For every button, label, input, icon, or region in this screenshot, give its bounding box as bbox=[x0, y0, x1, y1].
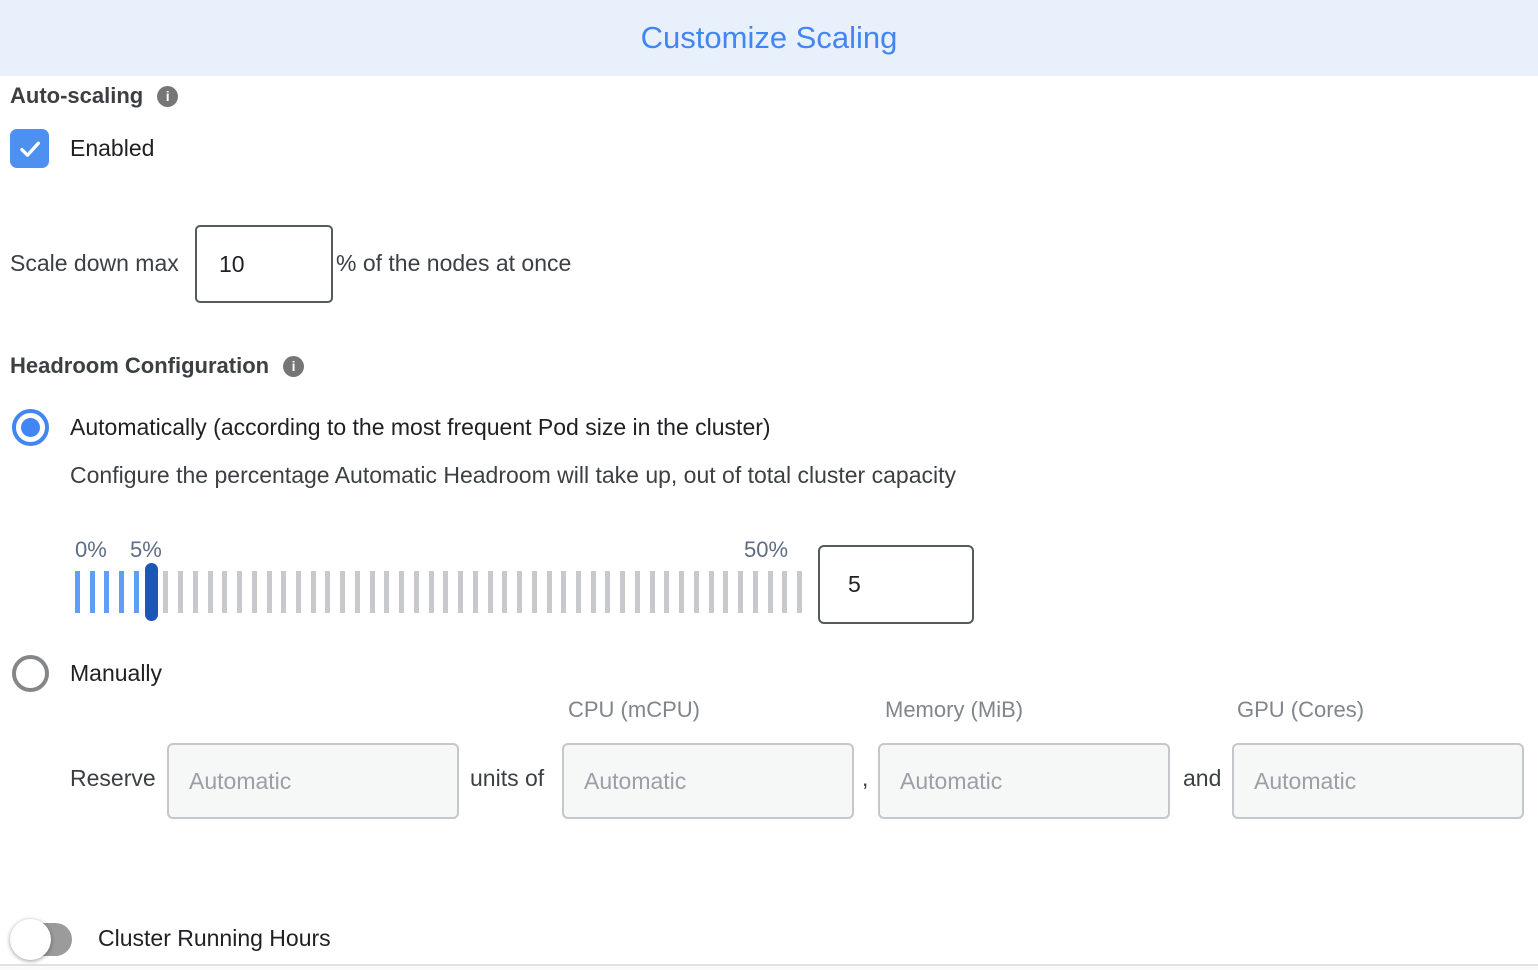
slider-tick[interactable] bbox=[517, 571, 523, 613]
slider-tick[interactable] bbox=[340, 571, 346, 613]
slider-tick[interactable] bbox=[546, 571, 552, 613]
slider-tick[interactable] bbox=[192, 571, 198, 613]
gpu-column-header: GPU (Cores) bbox=[1237, 697, 1365, 722]
headroom-percentage-input[interactable] bbox=[818, 545, 974, 624]
slider-tick[interactable] bbox=[561, 571, 567, 613]
memory-column-header: Memory (MiB) bbox=[885, 697, 1024, 722]
enabled-label: Enabled bbox=[70, 135, 155, 161]
slider-max-label: 50% bbox=[744, 537, 789, 562]
slider-tick[interactable] bbox=[133, 571, 139, 613]
slider-tick[interactable] bbox=[222, 571, 228, 613]
slider-tick[interactable] bbox=[590, 571, 596, 613]
cluster-running-hours-label: Cluster Running Hours bbox=[98, 925, 331, 951]
reserve-label: Reserve bbox=[70, 765, 156, 791]
slider-tick[interactable] bbox=[767, 571, 773, 613]
slider-tick[interactable] bbox=[207, 571, 213, 613]
auto-scaling-section-heading: Auto-scaling i bbox=[10, 83, 179, 109]
reserve-gpu-input[interactable] bbox=[1232, 743, 1524, 819]
cpu-column-header: CPU (mCPU) bbox=[568, 697, 700, 722]
automatic-option-description: Configure the percentage Automatic Headr… bbox=[70, 462, 956, 488]
slider-tick[interactable] bbox=[472, 571, 478, 613]
slider-tick[interactable] bbox=[89, 571, 95, 613]
headroom-slider-handle[interactable] bbox=[144, 563, 158, 621]
toggle-knob bbox=[10, 919, 51, 960]
slider-tick[interactable] bbox=[502, 571, 508, 613]
slider-tick[interactable] bbox=[531, 571, 537, 613]
slider-tick[interactable] bbox=[281, 571, 287, 613]
slider-tick[interactable] bbox=[487, 571, 493, 613]
reserve-memory-input[interactable] bbox=[878, 743, 1170, 819]
slider-tick[interactable] bbox=[178, 571, 184, 613]
cluster-running-hours-toggle[interactable] bbox=[10, 916, 74, 962]
slider-tick[interactable] bbox=[251, 571, 257, 613]
slider-tick[interactable] bbox=[369, 571, 375, 613]
scale-down-label: Scale down max bbox=[10, 250, 179, 276]
bottom-divider bbox=[0, 964, 1538, 966]
headroom-slider-ticks[interactable] bbox=[75, 563, 802, 621]
slider-tick[interactable] bbox=[237, 571, 243, 613]
slider-tick[interactable] bbox=[664, 571, 670, 613]
panel-header: Customize Scaling bbox=[0, 0, 1538, 76]
slider-tick[interactable] bbox=[796, 571, 802, 613]
automatic-option-label: Automatically (according to the most fre… bbox=[70, 414, 771, 440]
slider-tick[interactable] bbox=[119, 571, 125, 613]
radio-dot bbox=[21, 418, 40, 437]
slider-tick[interactable] bbox=[310, 571, 316, 613]
slider-tick[interactable] bbox=[634, 571, 640, 613]
auto-scaling-label: Auto-scaling bbox=[10, 83, 144, 108]
scale-down-suffix: % of the nodes at once bbox=[336, 250, 572, 276]
slider-tick[interactable] bbox=[104, 571, 110, 613]
slider-tick[interactable] bbox=[738, 571, 744, 613]
auto-scaling-info-icon[interactable]: i bbox=[157, 85, 179, 107]
slider-tick[interactable] bbox=[75, 571, 80, 613]
slider-tick[interactable] bbox=[620, 571, 626, 613]
scale-down-input[interactable] bbox=[195, 225, 333, 303]
slider-min-label: 0% bbox=[75, 537, 107, 562]
headroom-manual-radio[interactable] bbox=[12, 655, 49, 692]
bottom-strip bbox=[0, 966, 1538, 970]
slider-tick[interactable] bbox=[752, 571, 758, 613]
slider-tick[interactable] bbox=[782, 571, 788, 613]
slider-tick[interactable] bbox=[458, 571, 464, 613]
slider-tick[interactable] bbox=[443, 571, 449, 613]
reserve-cpu-input[interactable] bbox=[562, 743, 854, 819]
checkmark-icon bbox=[19, 141, 40, 157]
slider-tick[interactable] bbox=[413, 571, 419, 613]
headroom-label: Headroom Configuration bbox=[10, 353, 270, 378]
slider-tick[interactable] bbox=[693, 571, 699, 613]
units-of-text: units of bbox=[470, 765, 545, 791]
slider-tick[interactable] bbox=[708, 571, 714, 613]
slider-tick[interactable] bbox=[296, 571, 302, 613]
slider-tick[interactable] bbox=[399, 571, 405, 613]
slider-tick[interactable] bbox=[649, 571, 655, 613]
slider-tick[interactable] bbox=[575, 571, 581, 613]
auto-scaling-enabled-checkbox[interactable] bbox=[10, 129, 49, 168]
slider-current-label: 5% bbox=[130, 537, 162, 562]
headroom-info-icon[interactable]: i bbox=[283, 355, 305, 377]
slider-tick[interactable] bbox=[679, 571, 685, 613]
slider-tick[interactable] bbox=[325, 571, 331, 613]
manual-option-label: Manually bbox=[70, 660, 163, 686]
slider-tick[interactable] bbox=[428, 571, 434, 613]
slider-tick[interactable] bbox=[384, 571, 390, 613]
headroom-automatic-radio[interactable] bbox=[12, 409, 49, 446]
slider-tick[interactable] bbox=[723, 571, 729, 613]
comma-text: , bbox=[862, 765, 869, 791]
slider-tick[interactable] bbox=[266, 571, 272, 613]
page-title: Customize Scaling bbox=[640, 20, 898, 55]
slider-tick[interactable] bbox=[605, 571, 611, 613]
slider-tick[interactable] bbox=[163, 571, 169, 613]
slider-tick[interactable] bbox=[354, 571, 360, 613]
reserve-units-input[interactable] bbox=[167, 743, 459, 819]
headroom-section-heading: Headroom Configuration i bbox=[10, 353, 305, 379]
and-text: and bbox=[1183, 765, 1222, 791]
